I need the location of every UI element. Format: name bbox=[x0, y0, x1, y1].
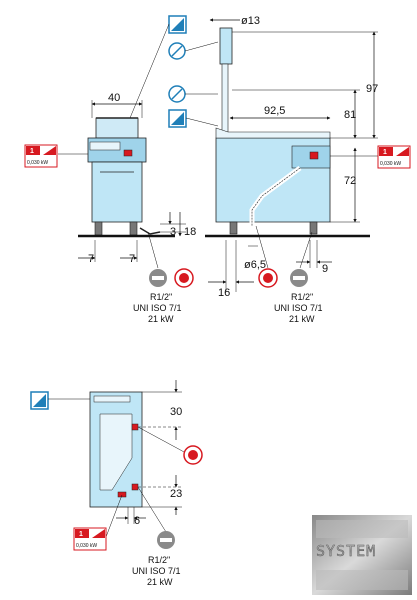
side-rear-offset-label: 9 bbox=[322, 263, 328, 275]
rear-oil-drain-icon bbox=[30, 391, 49, 410]
rear-gas-power: 21 kW bbox=[147, 577, 173, 587]
oil-drain-icon bbox=[168, 15, 187, 34]
rear-side-offset-label: 6 bbox=[134, 515, 140, 527]
front-height-bottom-label: 18 bbox=[184, 226, 196, 238]
front-view: 40 3 18 7 7 R1/2" UNI ISO 7/1 21 kW bbox=[24, 92, 196, 324]
no-entry-icon-lower bbox=[168, 85, 186, 103]
side-electrical-badge-icon: 1 0,030 kW bbox=[330, 145, 411, 169]
side-flue-diameter-label: ø13 bbox=[241, 15, 260, 27]
side-front-offset-label: 16 bbox=[218, 287, 230, 299]
rear-view: 30 23 6 R1/2" UNI ISO 7/1 21 kW bbox=[30, 380, 203, 587]
rear-badge-power: 0,030 kW bbox=[76, 543, 97, 549]
side-gas-power: 21 kW bbox=[289, 314, 315, 324]
side-view: ø13 97 81 72 92,5 ø6,5 16 9 bbox=[205, 15, 411, 324]
side-gas-thread: R1/2" bbox=[291, 292, 313, 302]
no-entry-icon bbox=[168, 42, 186, 60]
side-pipe-diameter-label: ø6,5 bbox=[244, 259, 266, 271]
front-height-top-label: 3 bbox=[170, 226, 176, 238]
side-gas-gray-icon bbox=[290, 269, 308, 287]
rear-gas-red-icon bbox=[183, 445, 203, 465]
front-gas-red-icon bbox=[174, 268, 194, 288]
side-badge-power: 0,030 kW bbox=[380, 161, 401, 167]
front-width-label: 40 bbox=[108, 92, 120, 104]
legend-icons bbox=[129, 15, 219, 128]
side-control-knob bbox=[309, 151, 319, 160]
rear-top-offset-label: 30 bbox=[170, 406, 182, 418]
side-gas-red-icon bbox=[258, 268, 278, 288]
system-logo: SYSTEM bbox=[312, 515, 412, 595]
front-gas-thread: R1/2" bbox=[150, 292, 172, 302]
side-badge-phase: 1 bbox=[383, 149, 387, 156]
rear-gas-inlet bbox=[131, 423, 139, 431]
logo-text: SYSTEM bbox=[316, 542, 376, 560]
side-depth-label: 92,5 bbox=[264, 105, 285, 117]
front-badge-phase: 1 bbox=[30, 148, 34, 155]
rear-gas-gray-icon bbox=[157, 531, 175, 549]
side-upper-height-label: 81 bbox=[344, 109, 356, 121]
front-control-knob bbox=[123, 149, 133, 157]
front-cabinet bbox=[91, 161, 143, 223]
front-left-offset-label: 7 bbox=[88, 253, 94, 265]
rear-electrical-badge-icon: 1 0,030 kW bbox=[73, 494, 123, 551]
side-gas-standard: UNI ISO 7/1 bbox=[274, 303, 323, 313]
front-gas-power: 21 kW bbox=[148, 314, 174, 324]
side-total-height-label: 97 bbox=[366, 83, 378, 95]
front-top-basket bbox=[95, 117, 139, 139]
rear-badge-phase: 1 bbox=[79, 531, 83, 538]
side-body-height-label: 72 bbox=[344, 175, 356, 187]
rear-gas-thread: R1/2" bbox=[148, 555, 170, 565]
front-badge-power: 0,030 kW bbox=[27, 160, 48, 166]
front-electrical-badge-icon: 1 0,030 kW bbox=[24, 144, 88, 168]
oil-drain-icon-lower bbox=[168, 109, 187, 128]
rear-bottom-height-label: 23 bbox=[170, 488, 182, 500]
front-gas-gray-icon bbox=[149, 269, 167, 287]
rear-gas-outlet bbox=[131, 483, 139, 491]
front-right-offset-label: 7 bbox=[129, 253, 135, 265]
front-gas-standard: UNI ISO 7/1 bbox=[133, 303, 182, 313]
rear-gas-standard: UNI ISO 7/1 bbox=[132, 566, 181, 576]
side-flue bbox=[219, 27, 233, 65]
